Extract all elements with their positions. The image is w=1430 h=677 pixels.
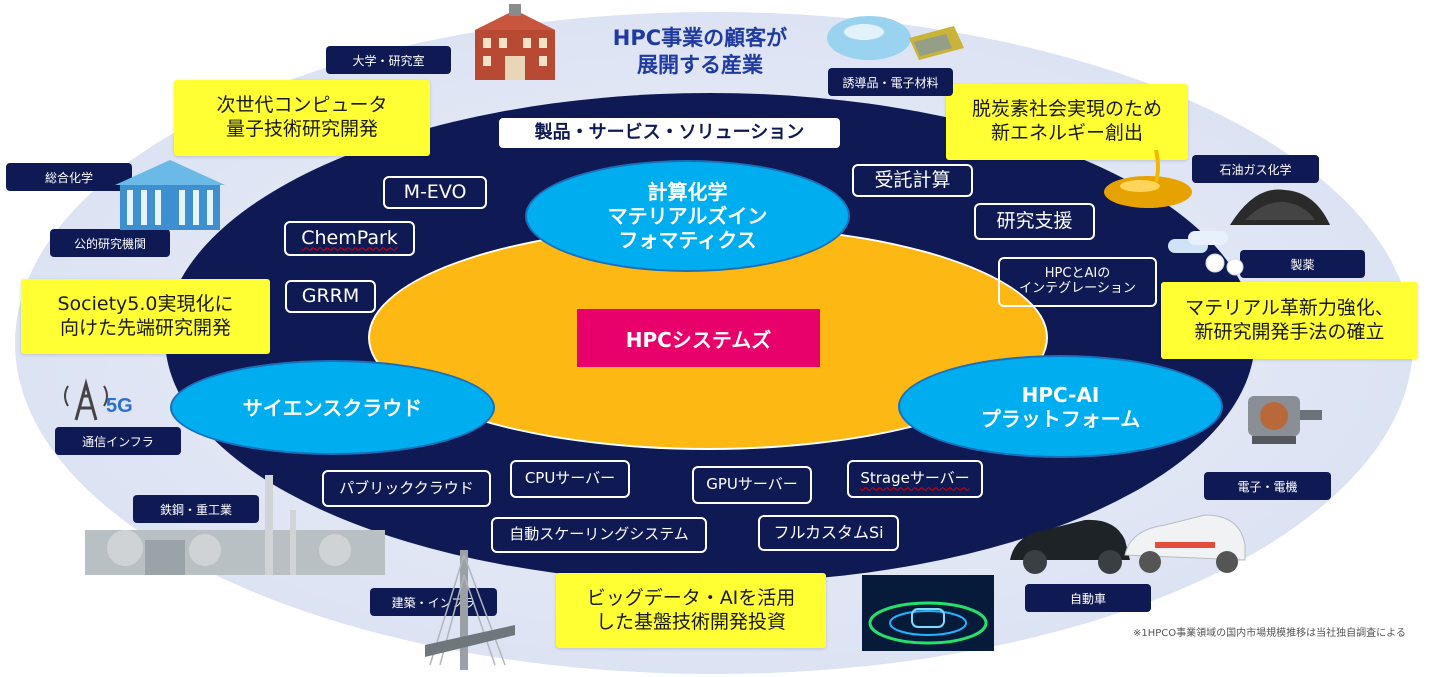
bridge-icon [425, 550, 515, 670]
industry-telecom-infrastructure: 通信インフラ [55, 427, 181, 455]
theme-next-gen-computing: 次世代コンピュータ 量子技術研究開発 [174, 80, 430, 156]
offering-autoscaling-system: 自動スケーリングシステム [491, 517, 707, 553]
offering-storage-server: Strageサーバー [847, 460, 983, 498]
industry-steel: 鉄鋼・重工業 [133, 495, 259, 523]
offering-contract-calculation: 受託計算 [852, 164, 973, 197]
industry-university: 大学・研究室 [326, 46, 451, 74]
theme-society5: Society5.0実現化に 向けた先端研究開発 [21, 279, 270, 354]
offering-chempark: ChemPark [284, 221, 415, 256]
offering-mevo: M-EVO [383, 176, 487, 209]
university-building-icon [475, 4, 555, 80]
autonomous-driving-image [862, 575, 994, 651]
offering-chempark-label: ChemPark [301, 226, 398, 249]
offerings-header: 製品・サービス・ソリューション [497, 116, 842, 150]
footnote: ※1HPCO事業領域の国内市場規模推移は当社独自調査による [1133, 628, 1406, 639]
5g-label: 5G [106, 395, 133, 417]
offering-gpu-server: GPUサーバー [692, 466, 812, 504]
cell-tower-icon: 5G [64, 378, 133, 421]
pillar-science-cloud: サイエンスクラウド [170, 360, 495, 455]
offering-full-custom-si: フルカスタムSi [758, 515, 899, 551]
industry-chemicals: 総合化学 [6, 163, 132, 191]
public-research-building-icon [115, 160, 225, 230]
theme-bigdata-ai: ビッグデータ・AIを活用 した基盤技術開発投資 [556, 573, 826, 648]
electronic-materials-icon [827, 16, 964, 60]
industry-electronics: 電子・電機 [1204, 472, 1331, 500]
pill-capsules-icon [1168, 231, 1244, 276]
offering-storage-server-label: Strageサーバー [860, 469, 970, 488]
cars-icon [1010, 514, 1246, 574]
core-label: HPCシステムズ [577, 309, 820, 367]
theme-decarbonization: 脱炭素社会実現のため 新エネルギー創出 [946, 84, 1188, 160]
oil-drop-icon [1104, 150, 1192, 208]
offering-grrm: GRRM [285, 280, 376, 313]
pillar-materials-informatics: 計算化学 マテリアルズイン フォマティクス [525, 160, 850, 272]
offering-hpc-ai-integration: HPCとAIの インテグレーション [998, 257, 1157, 307]
pillar-hpc-ai-platform: HPC-AI プラットフォーム [898, 355, 1223, 458]
electric-motor-icon [1248, 396, 1322, 444]
theme-material-innovation: マテリアル革新力強化、 新研究開発手法の確立 [1161, 282, 1418, 359]
industry-petrochemical: 石油ガス化学 [1192, 155, 1319, 183]
industry-public-research: 公的研究機関 [50, 229, 170, 257]
diagram-title: HPC事業の顧客が 展開する産業 [612, 26, 788, 78]
industry-pharmaceutical: 製薬 [1240, 250, 1365, 278]
steel-plant-icon [85, 475, 385, 575]
industry-electronic-materials: 誘導品・電子材料 [828, 68, 953, 96]
offering-public-cloud: パブリッククラウド [322, 470, 491, 507]
coal-pile-icon [1230, 189, 1330, 225]
industry-automotive: 自動車 [1025, 584, 1151, 612]
offering-research-support: 研究支援 [974, 203, 1095, 240]
offering-cpu-server: CPUサーバー [510, 460, 630, 498]
